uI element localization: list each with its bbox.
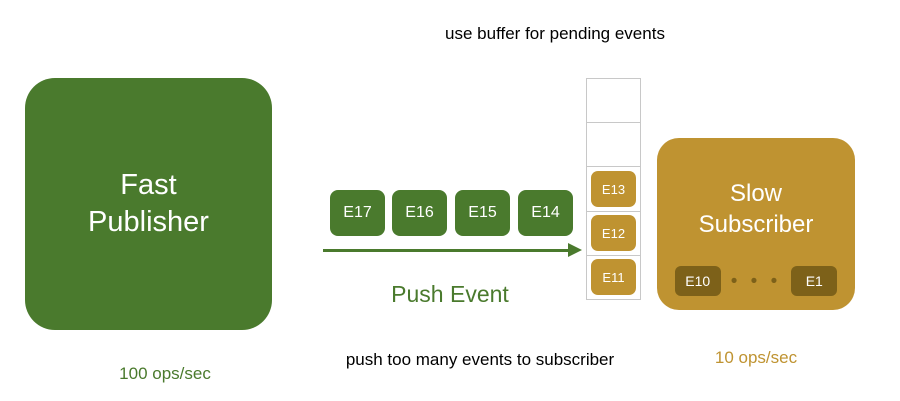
pending-event-chip: E15 bbox=[455, 190, 510, 236]
processed-event-chip: E1 bbox=[791, 266, 838, 296]
buffer-item: E12 bbox=[591, 215, 636, 252]
buffer-item: E11 bbox=[591, 259, 636, 296]
buffer-cell-empty bbox=[586, 122, 641, 167]
processed-ellipsis: • • • bbox=[730, 270, 782, 292]
processed-event-chip: E10 bbox=[674, 266, 721, 296]
push-arrow-line bbox=[323, 249, 573, 252]
fast-publisher-label: Fast Publisher bbox=[88, 169, 209, 238]
fast-publisher-node: Fast Publisher bbox=[25, 78, 272, 330]
slow-subscriber-node: Slow Subscriber E10 • • • E1 bbox=[657, 138, 855, 310]
buffer-cell-empty bbox=[586, 78, 641, 123]
slow-subscriber-label: Slow Subscriber bbox=[698, 180, 814, 239]
push-arrow-head-icon bbox=[568, 243, 582, 257]
buffer-cell-filled: E12 bbox=[586, 210, 641, 255]
processed-events-group: E10 • • • E1 bbox=[657, 266, 855, 296]
buffer-item: E13 bbox=[591, 171, 636, 207]
top-caption: use buffer for pending events bbox=[445, 24, 665, 43]
bottom-caption: push too many events to subscriber bbox=[345, 350, 615, 369]
buffer-cell-filled: E13 bbox=[586, 166, 641, 211]
subscriber-rate-label: 10 ops/sec bbox=[714, 348, 798, 367]
buffer-cell-filled: E11 bbox=[586, 254, 641, 301]
pending-event-chip: E17 bbox=[330, 190, 385, 236]
pending-event-chip: E16 bbox=[392, 190, 447, 236]
push-event-label: Push Event bbox=[391, 281, 509, 307]
publisher-rate-label: 100 ops/sec bbox=[119, 364, 211, 383]
buffer-column: E13 E12 E11 bbox=[586, 78, 641, 301]
pending-event-chip: E14 bbox=[518, 190, 573, 236]
